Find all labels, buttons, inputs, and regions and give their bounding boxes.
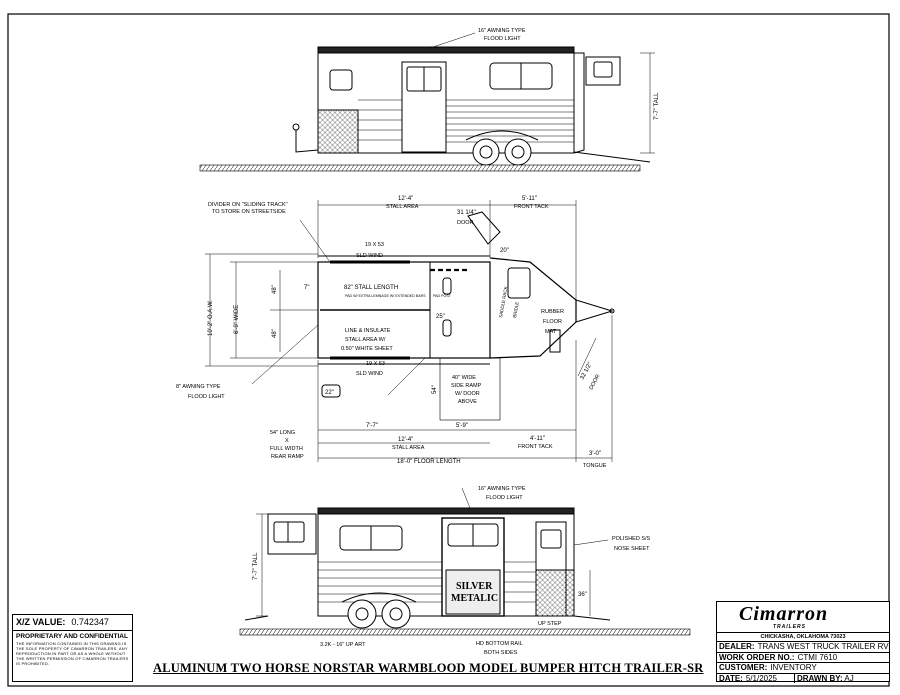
dim-7: 7" bbox=[304, 285, 309, 291]
rear-ramp-1: 54" LONG bbox=[270, 430, 295, 436]
drawn-by-value: AJ bbox=[844, 673, 854, 683]
xz-value: 0.742347 bbox=[71, 617, 109, 627]
stall-area-top-label: STALL AREA bbox=[386, 204, 419, 210]
dim-25: 25" bbox=[436, 314, 445, 320]
side-elevation-view bbox=[239, 487, 691, 636]
logo-sub: TRAILERS bbox=[773, 624, 806, 630]
customer-value: INVENTORY bbox=[770, 663, 817, 672]
tongue-label: TONGUE bbox=[583, 463, 607, 469]
side-awning-label-2: FLOOD LIGHT bbox=[486, 495, 523, 501]
xz-row: X/Z VALUE: 0.742347 bbox=[13, 615, 132, 631]
side-awning-label: 16" AWNING TYPE bbox=[478, 486, 526, 492]
date-row: DATE: 5/1/2025 DRAWN BY: AJ bbox=[717, 672, 889, 683]
door-angle-dim: 32 1/2" bbox=[579, 362, 593, 381]
stall-area-bottom-label: STALL AREA bbox=[392, 445, 425, 451]
divider-label: DIVIDER ON "SLIDING TRACK" bbox=[208, 202, 288, 208]
date-value: 5/1/2025 bbox=[745, 673, 777, 683]
line-insulate-2: STALL AREA W/ bbox=[345, 337, 386, 343]
front-tack-bottom-dim: 4'-11" bbox=[530, 436, 545, 442]
awning-side-2: FLOOD LIGHT bbox=[188, 394, 225, 400]
floor-plan-view bbox=[205, 200, 615, 462]
customer-label: CUSTOMER: bbox=[719, 663, 768, 672]
step-label: UP STEP bbox=[538, 621, 562, 627]
sheet-border bbox=[7, 13, 890, 687]
dealer-label: DEALER: bbox=[719, 642, 755, 651]
door-width-dim: 31 1/4" bbox=[457, 210, 476, 216]
rear-ramp-dim: 22" bbox=[325, 390, 334, 396]
dim-48-a: 48" bbox=[272, 285, 278, 294]
top-awning-label: 16" AWNING TYPE bbox=[478, 28, 526, 34]
date-label: DATE: bbox=[719, 673, 743, 683]
width-inner-dim: 6'-9" WIDE bbox=[234, 305, 240, 334]
customer-row: CUSTOMER: INVENTORY bbox=[717, 662, 889, 673]
confidential-box: X/Z VALUE: 0.742347 PROPRIETARY AND CONF… bbox=[12, 614, 133, 682]
door-label-top: DOOR bbox=[457, 220, 474, 226]
window-top-label: SLD WIND bbox=[356, 253, 383, 259]
bridle-label: BRIDLE bbox=[512, 301, 520, 318]
dim-36: 36" bbox=[578, 592, 587, 598]
rear-ramp-3: FULL WIDTH bbox=[270, 446, 303, 452]
side-ramp-dim: 54" bbox=[432, 385, 438, 394]
front-tack-top-dim: 5'-11" bbox=[522, 196, 537, 202]
silver-label-1: SILVER bbox=[456, 581, 493, 592]
side-ramp-3: W/ DOOR bbox=[455, 391, 480, 397]
confidential-heading: PROPRIETARY AND CONFIDENTIAL bbox=[16, 633, 128, 640]
stall-length-label: 82" STALL LENGTH bbox=[344, 285, 398, 291]
work-order-value: CTMI 7610 bbox=[797, 652, 838, 662]
polished-2: NOSE SHEET bbox=[614, 546, 650, 552]
pad-right: PAD POST bbox=[433, 294, 452, 298]
silver-label-2: METALIC bbox=[451, 593, 498, 604]
stall-area-top-dim: 12'-4" bbox=[398, 196, 413, 202]
work-order-label: WORK ORDER NO.: bbox=[719, 652, 795, 662]
rubber-floor-2: FLOOR bbox=[543, 319, 562, 325]
dealer-value: TRANS WEST TRUCK TRAILER RV bbox=[757, 642, 889, 651]
dim-20: 20" bbox=[500, 248, 509, 254]
side-ramp-1: 40" WIDE bbox=[452, 375, 476, 381]
dim-7-7: 7'-7" bbox=[366, 423, 378, 429]
line-insulate-3: 0.50" WHITE SHEET bbox=[341, 346, 393, 352]
rear-ramp-4: REAR RAMP bbox=[271, 454, 304, 460]
front-tack-top-label: FRONT TACK bbox=[514, 204, 549, 210]
logo-brand: Cimarron bbox=[739, 603, 829, 625]
awning-side-1: 8" AWNING TYPE bbox=[176, 384, 221, 390]
bottom-rail-2: BOTH SIDES bbox=[484, 650, 518, 656]
drawn-by-label: DRAWN BY: bbox=[797, 673, 843, 683]
dim-48-b: 48" bbox=[272, 329, 278, 338]
dim-5-9: 5'-9" bbox=[456, 423, 468, 429]
saddle-rack-label: SADDLE RACK bbox=[498, 286, 508, 318]
top-awning-label-2: FLOOD LIGHT bbox=[484, 36, 521, 42]
side-ramp-2: SIDE RAMP bbox=[451, 383, 482, 389]
rubber-floor-1: RUBBER bbox=[541, 309, 564, 315]
top-tall-dim: 7'-7" TALL bbox=[654, 92, 660, 120]
divider-label-2: TO STORE ON STREETSIDE bbox=[212, 209, 286, 215]
window-bottom-label: SLD WIND bbox=[356, 371, 383, 377]
floor-length-dim: 18'-0" FLOOR LENGTH bbox=[397, 459, 461, 465]
window-top-size: 19 X 53 bbox=[365, 242, 384, 248]
dealer-row: DEALER: TRANS WEST TRUCK TRAILER RV bbox=[717, 641, 889, 652]
xz-label: X/Z VALUE: bbox=[16, 617, 66, 627]
width-outer-dim: 10'-2" O.A.W. bbox=[208, 300, 214, 336]
bottom-rail-1: HD BOTTOM RAIL bbox=[476, 641, 523, 647]
tongue-dim: 3'-0" bbox=[589, 451, 601, 457]
rear-ramp-2: X bbox=[285, 438, 289, 444]
drawing-title: ALUMINUM TWO HORSE NORSTAR WARMBLOOD MOD… bbox=[153, 661, 704, 675]
confidential-body: THE INFORMATION CONTAINED IN THIS DRAWIN… bbox=[16, 641, 129, 666]
cimarron-logo: Cimarron TRAILERS bbox=[717, 602, 889, 633]
side-tall-dim: 7'-7" TALL bbox=[253, 552, 259, 580]
polished-1: POLISHED S/S bbox=[612, 536, 651, 542]
work-order-row: WORK ORDER NO.: CTMI 7610 bbox=[717, 651, 889, 663]
door-angle-label: DOOR bbox=[588, 374, 601, 391]
top-elevation-view bbox=[199, 32, 655, 172]
line-insulate-1: LINE & INSULATE bbox=[345, 328, 391, 334]
title-block: Cimarron TRAILERS CHICKASHA, OKLAHOMA 73… bbox=[716, 601, 890, 683]
rubber-floor-3: MAT bbox=[545, 329, 557, 335]
stall-area-bottom-dim: 12'-4" bbox=[398, 437, 413, 443]
art-label: 3.2K - 16" UP ART bbox=[320, 642, 366, 648]
front-tack-bottom-label: FRONT TACK bbox=[518, 444, 553, 450]
window-bottom-size: 19 X 53 bbox=[366, 361, 385, 367]
location: CHICKASHA, OKLAHOMA 73023 bbox=[760, 634, 846, 640]
side-ramp-4: ABOVE bbox=[458, 399, 477, 405]
pad-note: PAD W/ EXTRA LEMNAGE W/ EXTENDED BARS bbox=[345, 294, 426, 298]
